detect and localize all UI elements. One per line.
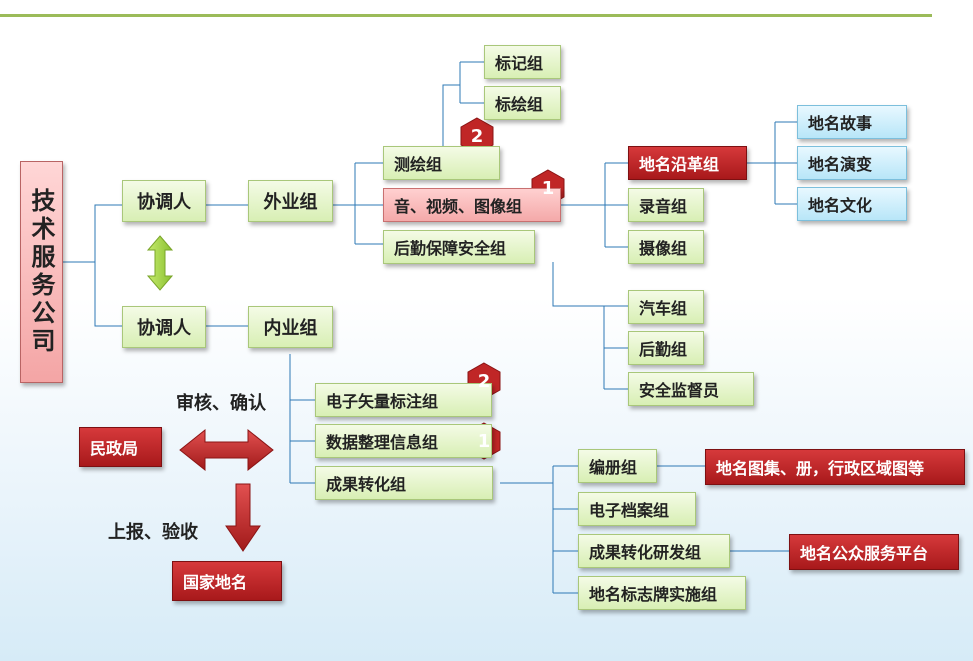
national-place-names: 国家地名 [172,561,282,601]
civil-affairs-bureau: 民政局 [79,427,162,467]
place-culture: 地名文化 [797,187,907,221]
results-rnd-group: 成果转化研发组 [578,534,730,568]
marking-group: 标记组 [484,45,561,79]
results-conversion-group: 成果转化组 [315,466,493,500]
review-confirm-label: 审核、确认 [176,393,266,414]
av-group: 音、视频、图像组 [383,188,561,222]
badge-data: 1 [477,430,491,452]
safety-supervisor: 安全监督员 [628,372,754,406]
public-service-platform: 地名公众服务平台 [789,534,959,570]
compilation-group: 编册组 [578,449,657,483]
data-organizing-group: 数据整理信息组 [315,424,492,458]
place-evolution: 地名演变 [797,146,907,180]
double-arrow-green [146,235,174,291]
survey-group: 测绘组 [383,146,500,180]
report-accept-label: 上报、验收 [108,522,198,543]
signage-implementation-group: 地名标志牌实施组 [578,576,746,610]
recording-group: 录音组 [628,188,704,222]
badge-survey: 2 [470,125,484,147]
badge-vector: 2 [477,370,491,392]
badge-av: 1 [541,177,555,199]
top-rule [0,14,932,17]
logistics-group: 后勤保障安全组 [383,230,535,264]
down-arrow-red [225,483,261,552]
camera-group: 摄像组 [628,230,704,264]
coordinator-top: 协调人 [122,180,206,222]
place-stories: 地名故事 [797,105,907,139]
coordinator-bottom: 协调人 [122,306,206,348]
plotting-group: 标绘组 [484,86,561,120]
electronic-archive-group: 电子档案组 [578,492,696,526]
atlas-output: 地名图集、册，行政区域图等 [705,449,965,485]
vehicle-group: 汽车组 [628,290,704,324]
double-arrow-red [179,428,274,472]
field-group: 外业组 [248,180,333,222]
place-history-group: 地名沿革组 [628,146,747,180]
root-company: 技术服务公司 [20,161,63,383]
office-group: 内业组 [248,306,333,348]
logistics-sub-group: 后勤组 [628,331,704,365]
vector-annotation-group: 电子矢量标注组 [315,383,492,417]
